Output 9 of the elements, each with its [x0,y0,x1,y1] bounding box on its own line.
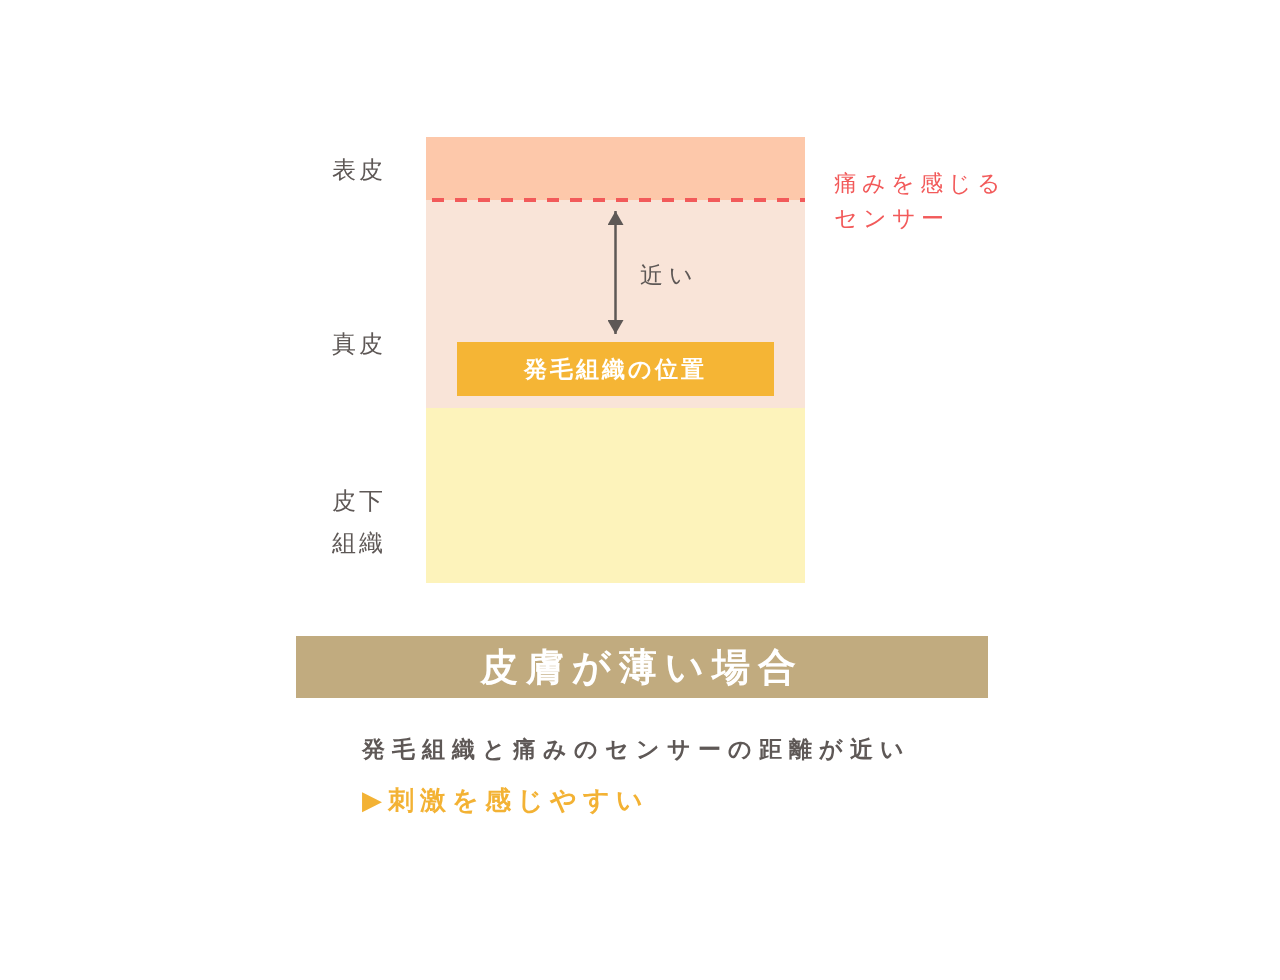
layer-label: 皮下組織 [332,486,387,559]
title-banner: 皮膚が薄い場合 [296,636,988,698]
layer-label: 真皮 [332,329,387,360]
double-arrow [607,211,624,334]
sensor-label: 痛みを感じるセンサー [834,169,1007,233]
hair-tissue-box: 発毛組織の位置 [457,342,774,396]
summary-text: 発毛組織と痛みのセンサーの距離が近い [362,734,911,764]
layer-label: 表皮 [332,155,387,186]
conclusion-text: ▶刺激を感じやすい [362,783,649,817]
